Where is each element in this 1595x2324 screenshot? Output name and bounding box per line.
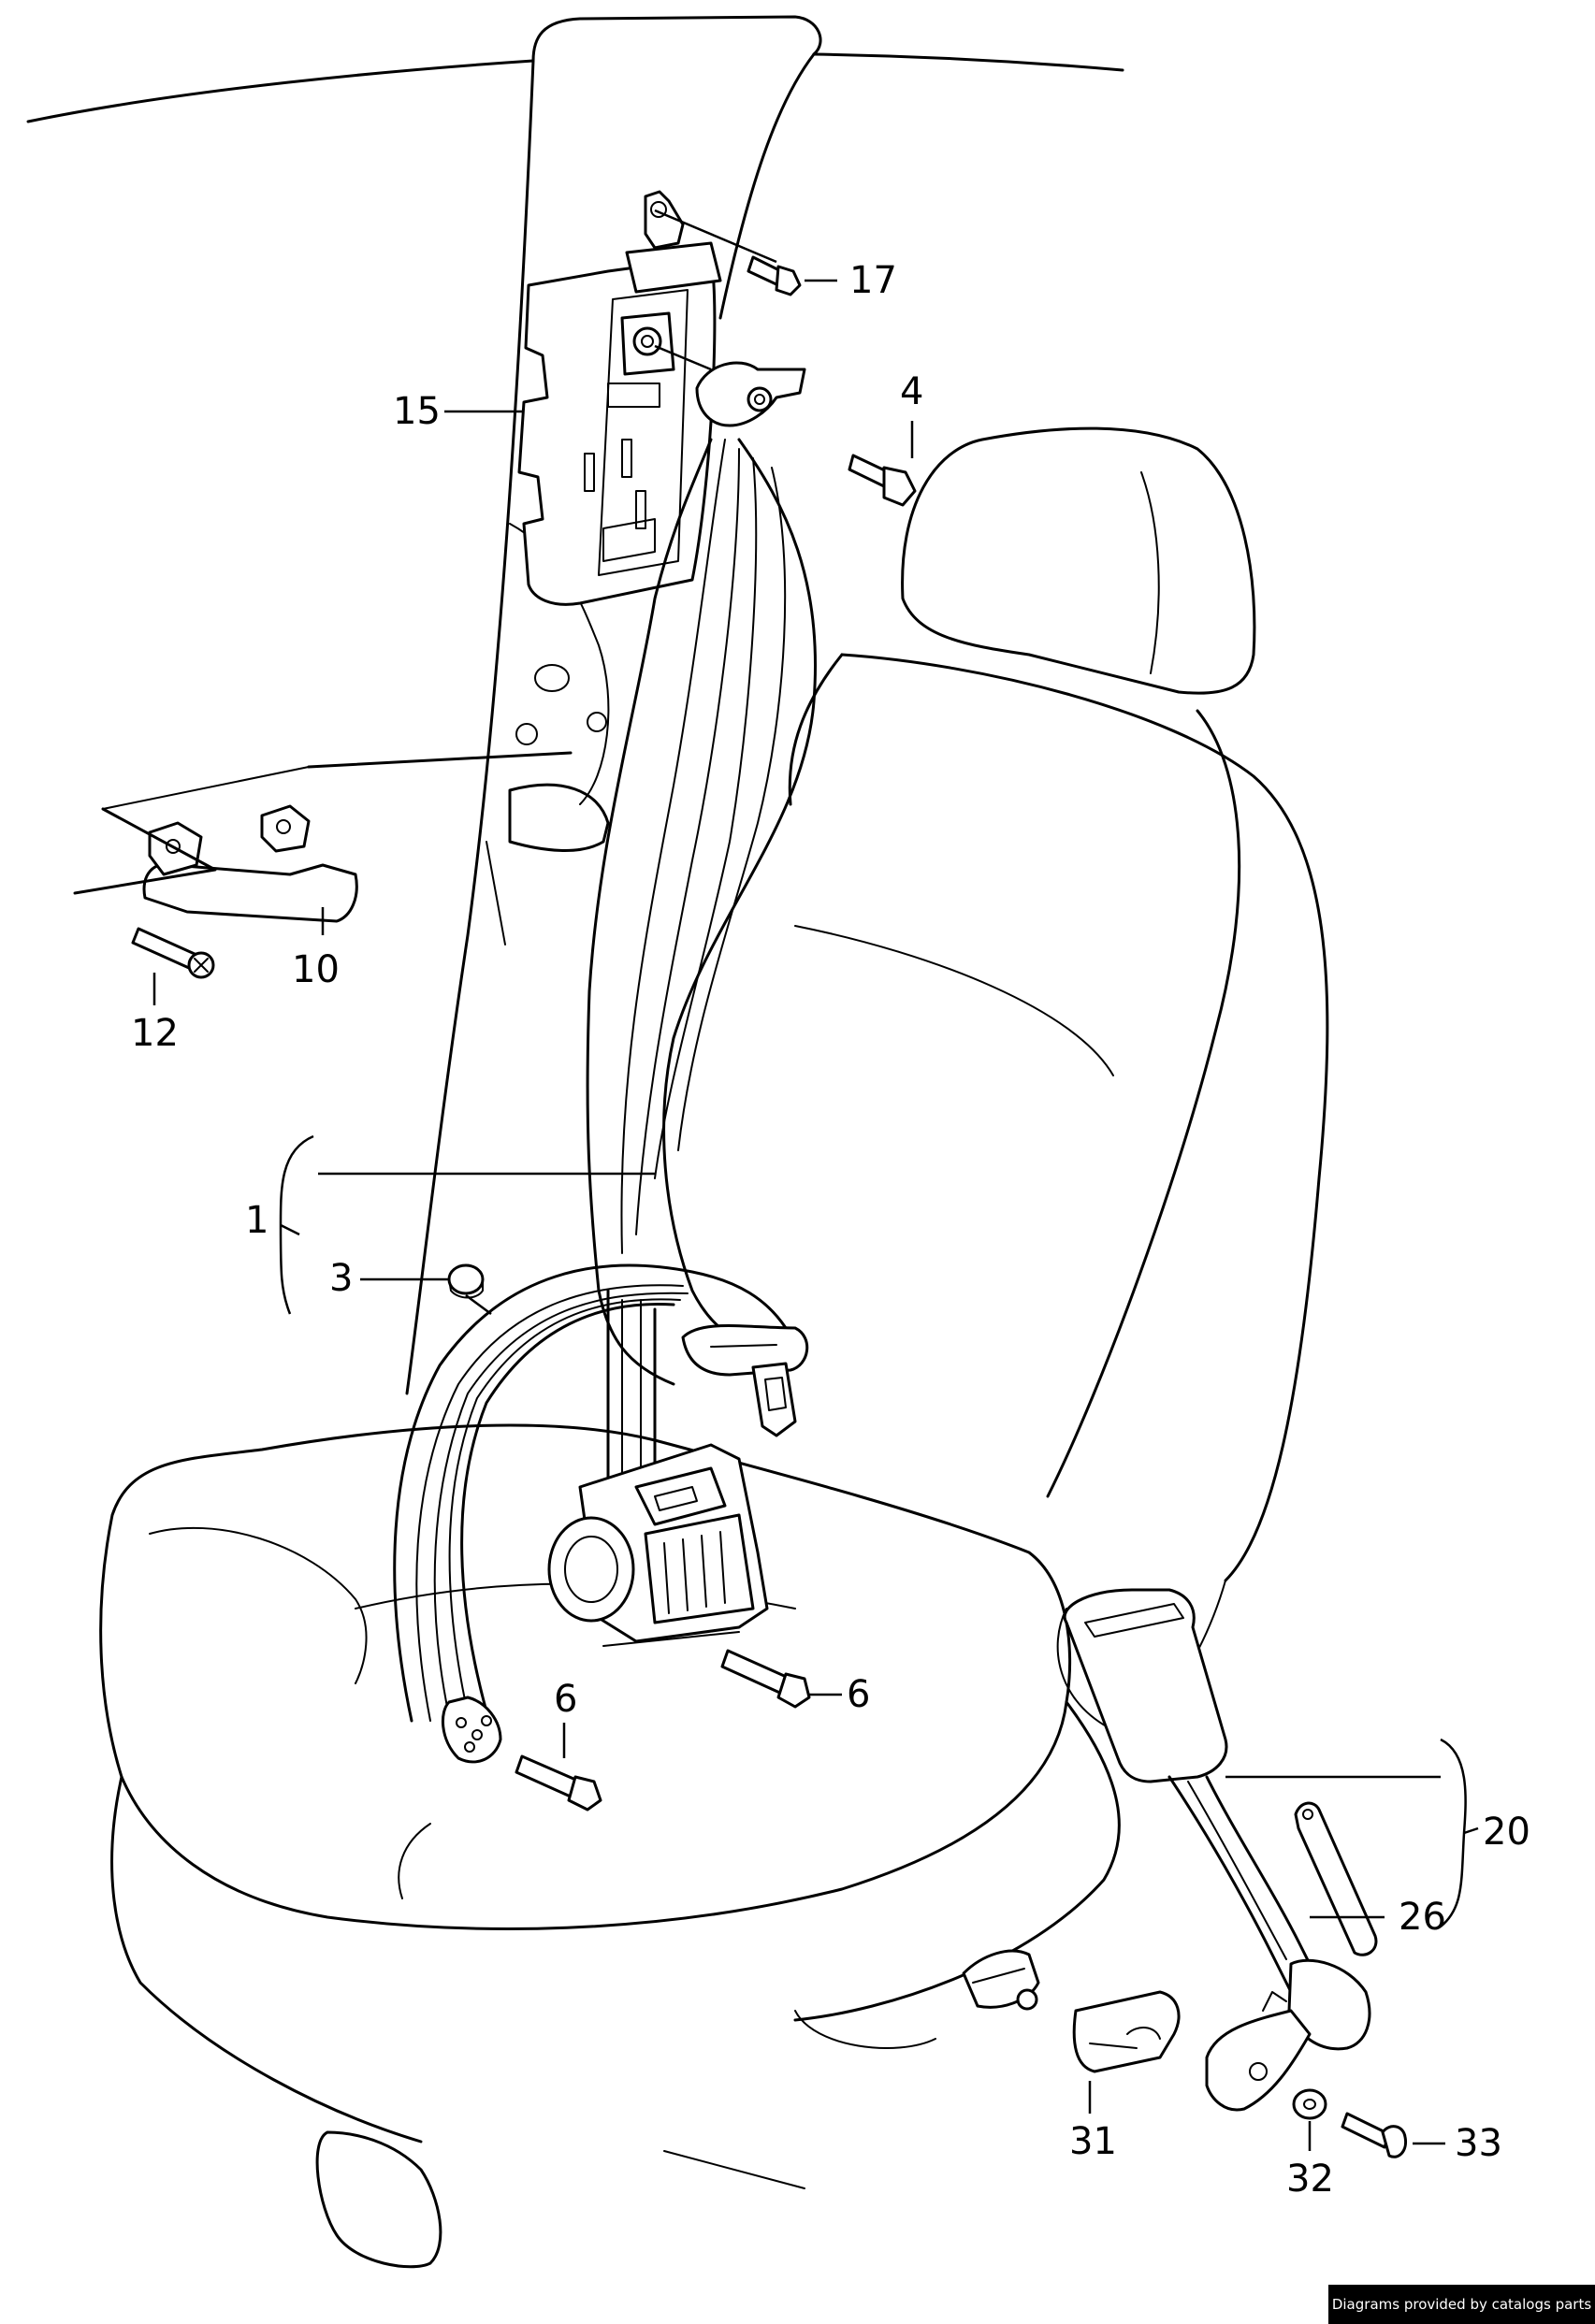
callout-3: 3 <box>329 1257 353 1300</box>
bolt-33 <box>1341 2112 1408 2158</box>
callout-labels: 17 15 4 10 12 1 3 6 6 20 26 31 32 33 <box>131 259 1530 2201</box>
bolt-17 <box>747 255 802 296</box>
lower-end-fitting <box>441 1696 502 1764</box>
bolt-4 <box>848 454 917 507</box>
callout-26: 26 <box>1399 1896 1446 1939</box>
bolt-6-lower <box>515 1754 602 1812</box>
callout-32: 32 <box>1286 2158 1334 2201</box>
callout-20: 20 <box>1483 1811 1530 1854</box>
callout-10: 10 <box>292 948 340 991</box>
clip-31 <box>1072 1990 1181 2073</box>
callout-17: 17 <box>849 259 897 302</box>
guide-bracket <box>620 190 722 376</box>
cap-3 <box>447 1263 485 1299</box>
bolt-6-upper <box>720 1649 811 1709</box>
leader-lines <box>152 209 1479 2151</box>
belt-tongue <box>751 1362 797 1437</box>
callout-31: 31 <box>1069 2120 1117 2163</box>
belt-webbing <box>393 438 818 1723</box>
credit-footer: Diagrams provided by catalogs parts <box>1328 2285 1595 2324</box>
callout-1: 1 <box>245 1199 268 1242</box>
b-pillar <box>26 15 1124 1395</box>
wire-bracket-10 <box>73 751 573 923</box>
callout-6-upper: 6 <box>847 1673 870 1716</box>
callout-12: 12 <box>131 1012 179 1055</box>
height-adjuster-rail <box>517 255 717 606</box>
belt-retractor <box>547 1443 769 1647</box>
seat-rail-bracket <box>962 1949 1040 2011</box>
callout-4: 4 <box>900 370 923 413</box>
seat-backrest <box>788 426 1329 1731</box>
screw-12 <box>131 927 215 979</box>
callout-33: 33 <box>1455 2122 1502 2165</box>
seat-belt-buckle <box>1063 1588 1330 2013</box>
cover-strip <box>1294 1801 1378 1956</box>
callout-15: 15 <box>393 390 441 433</box>
washer-32 <box>1292 2088 1327 2120</box>
upper-anchor <box>695 361 806 427</box>
callout-6-lower: 6 <box>554 1678 577 1721</box>
buckle-bracket <box>1205 1958 1371 2112</box>
